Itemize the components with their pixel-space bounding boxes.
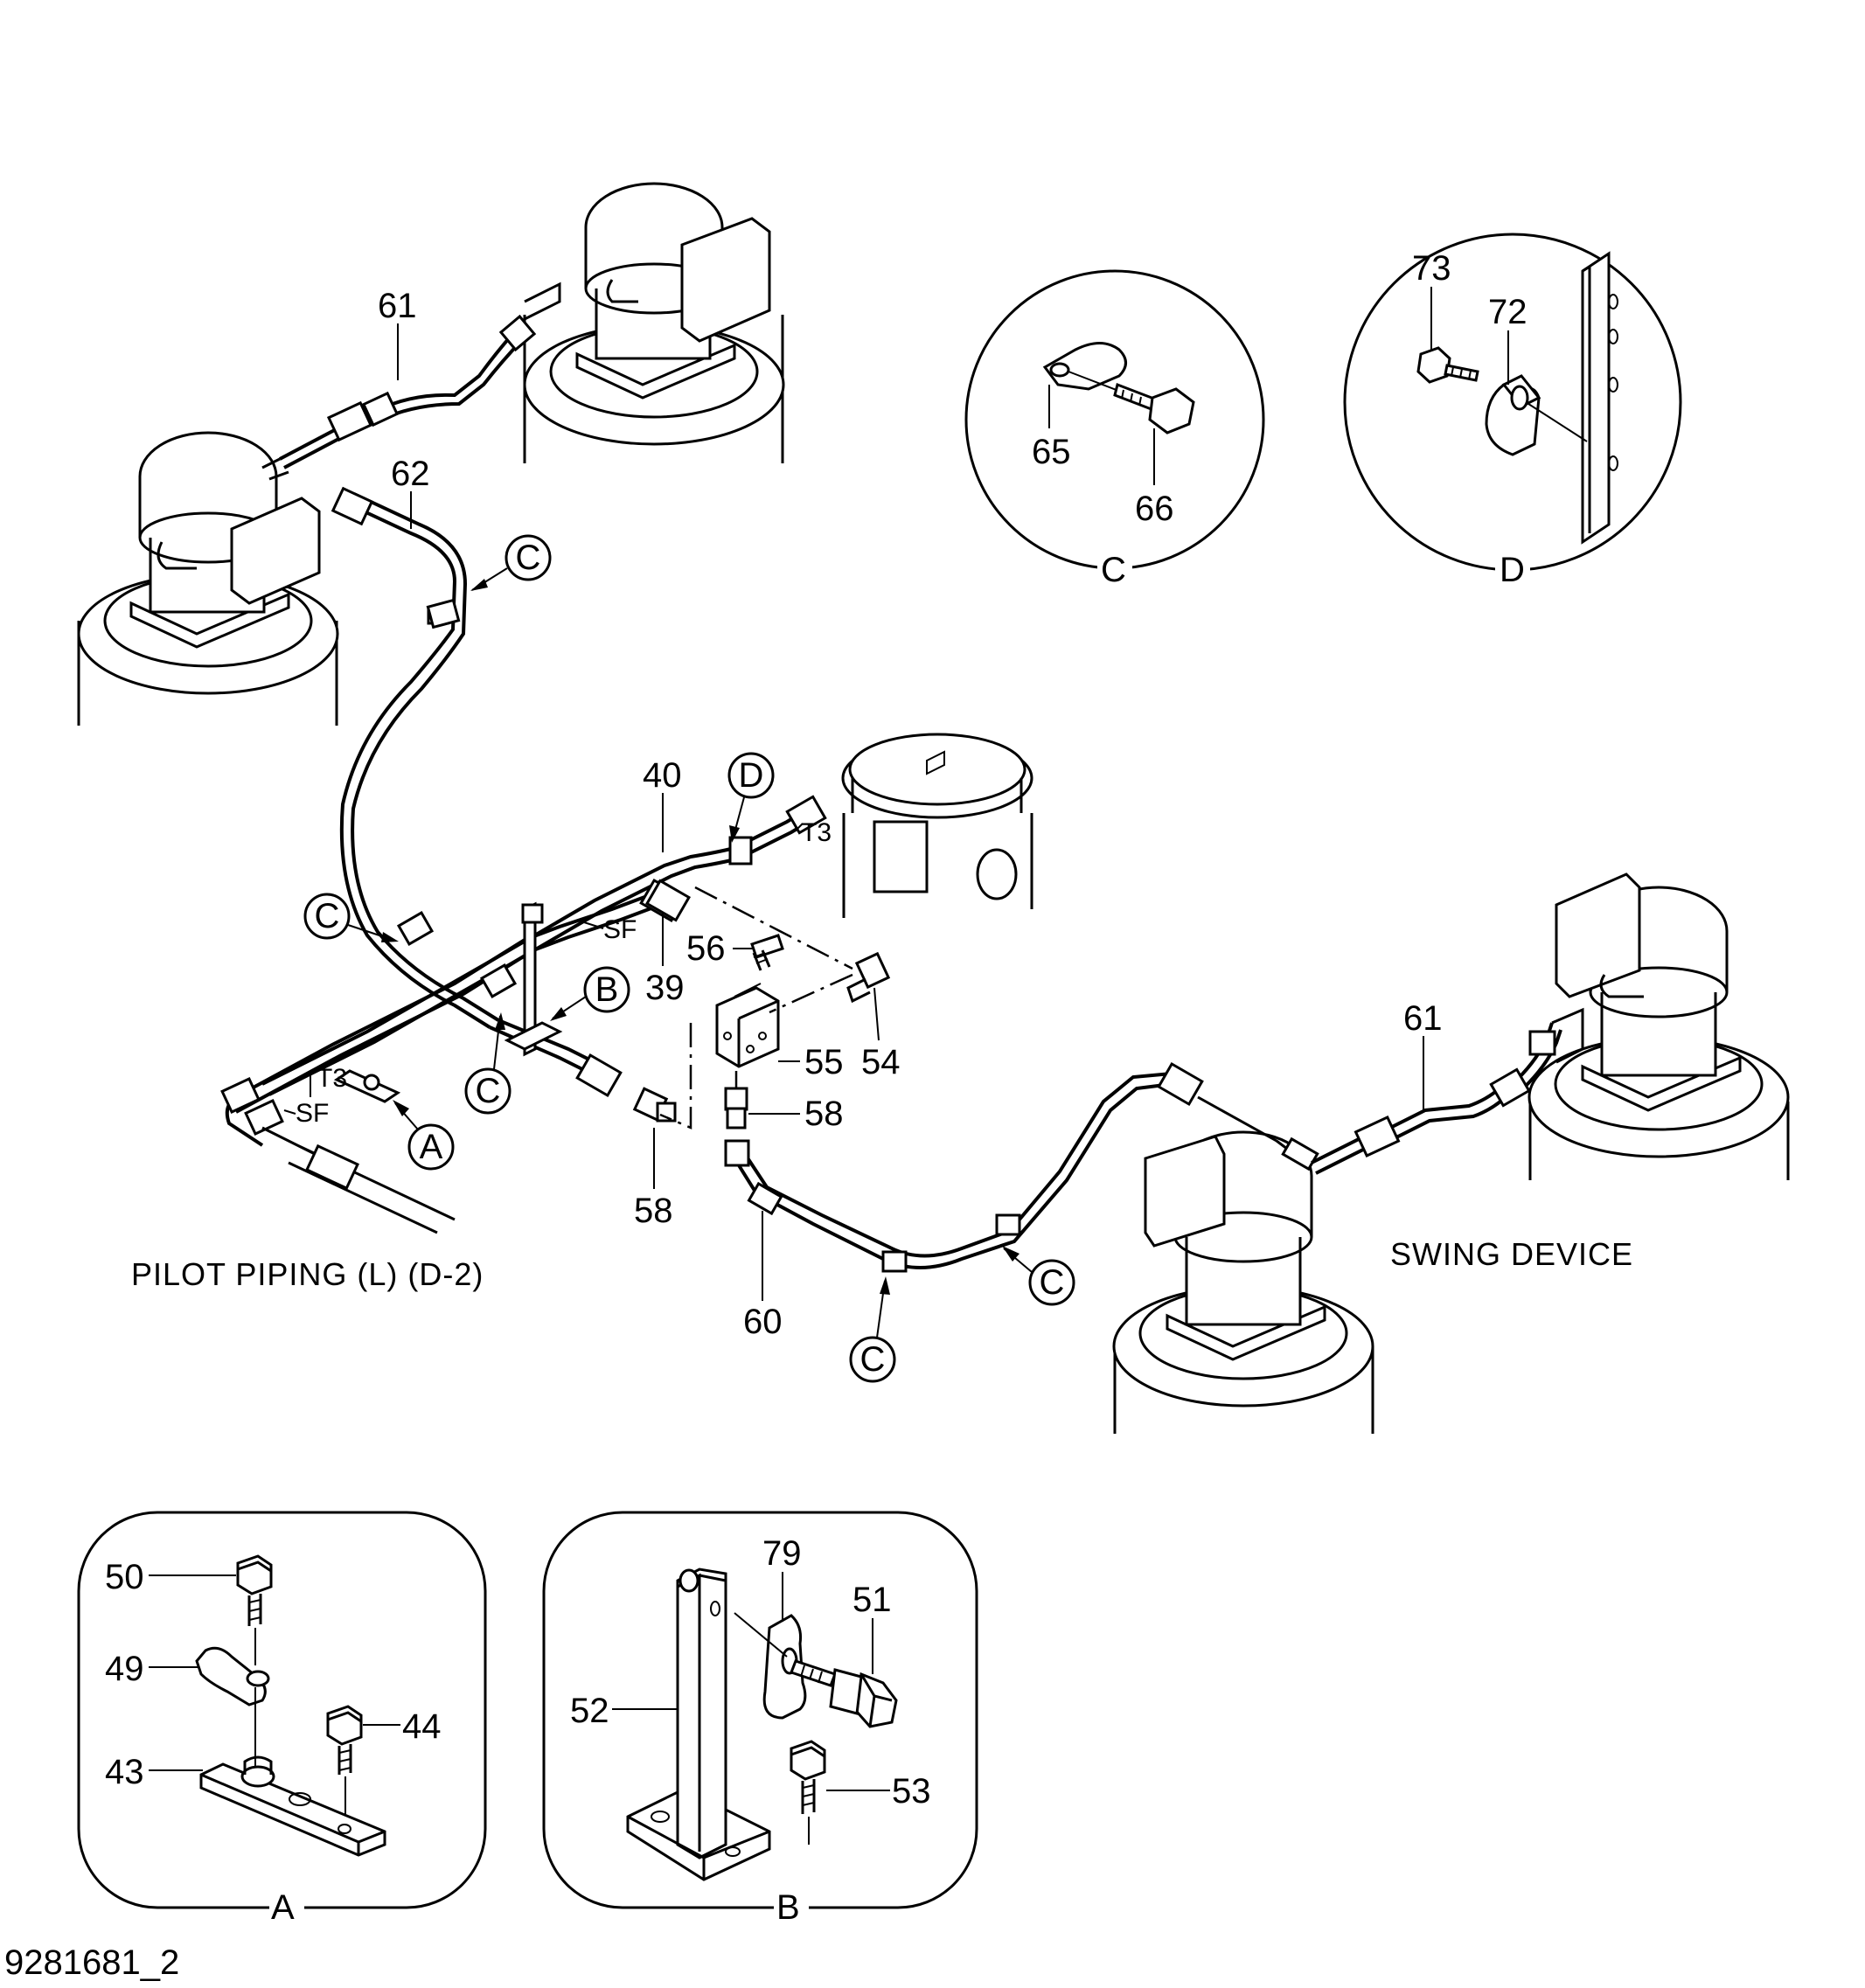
- part-39: 39: [645, 969, 685, 1007]
- tank-center: [841, 733, 1033, 918]
- fitting-54: [846, 951, 891, 1004]
- part-53: 53: [892, 1772, 931, 1811]
- piping: [220, 282, 1584, 1269]
- detail-view-c: C 65 66: [964, 269, 1265, 589]
- detail-c-label: C: [1101, 551, 1126, 589]
- motor-left: [77, 431, 339, 726]
- callout-c-left: C: [315, 897, 340, 935]
- plate-a-main: [333, 1069, 401, 1103]
- part-40: 40: [643, 756, 682, 795]
- callout-c-mid: C: [476, 1072, 501, 1110]
- drawing-id: 9281681_2: [4, 1943, 179, 1982]
- callout-b: B: [595, 970, 619, 1009]
- detail-view-a: A 50 49 44 43: [77, 1511, 487, 1927]
- motor-right: [1527, 872, 1790, 1180]
- port-sf-upper: SF: [603, 915, 637, 944]
- callout-d: D: [739, 756, 764, 795]
- part-56: 56: [686, 929, 726, 968]
- port-t3-lower: T3: [317, 1064, 347, 1093]
- port-sf-lower: SF: [296, 1099, 329, 1128]
- part-58-right: 58: [804, 1095, 844, 1133]
- bolt-56: [750, 934, 784, 971]
- part-43: 43: [105, 1753, 144, 1791]
- part-44: 44: [402, 1707, 442, 1746]
- callout-a: A: [420, 1128, 443, 1166]
- port-marks: T3 SF T3 SF: [283, 818, 832, 1128]
- part-58-bottom: 58: [634, 1192, 673, 1230]
- fitting-58-bottom: [632, 1087, 677, 1123]
- port-t3-upper: T3: [801, 818, 832, 847]
- part-50: 50: [105, 1558, 144, 1596]
- detail-b-label: B: [776, 1888, 800, 1927]
- part-61-right: 61: [1403, 999, 1443, 1038]
- motor-bottom-center: [1112, 1130, 1374, 1434]
- caption-pilot-piping: PILOT PIPING (L) (D-2): [131, 1256, 484, 1292]
- callouts: C C C C C D B A: [303, 534, 1075, 1383]
- part-65: 65: [1032, 433, 1071, 471]
- part-72: 72: [1488, 293, 1527, 331]
- callout-c-upper: C: [516, 539, 541, 577]
- bracket-b-main: [504, 901, 563, 1057]
- clamps: [396, 598, 1021, 1273]
- detail-view-d: D 73 72: [1343, 233, 1682, 589]
- motor-top-center: [523, 182, 785, 463]
- detail-view-b: B 52 79 51 53: [542, 1511, 978, 1927]
- part-62: 62: [391, 455, 430, 493]
- detail-a-label: A: [271, 1888, 295, 1927]
- caption-swing-device: SWING DEVICE: [1390, 1236, 1633, 1272]
- part-60: 60: [743, 1303, 783, 1341]
- part-66: 66: [1135, 490, 1174, 528]
- part-numbers-main: 61 62 40 39 56 55 54 58 58 60 61: [378, 287, 1443, 1341]
- part-52: 52: [570, 1692, 609, 1730]
- callout-c-right: C: [1040, 1263, 1065, 1302]
- part-79: 79: [762, 1534, 802, 1573]
- part-54: 54: [861, 1043, 901, 1081]
- block-55: [715, 983, 780, 1068]
- part-73: 73: [1412, 249, 1451, 288]
- part-55: 55: [804, 1043, 844, 1081]
- part-51: 51: [852, 1581, 892, 1619]
- callout-c-bottom: C: [860, 1340, 886, 1379]
- fitting-39: [644, 879, 692, 922]
- part-49: 49: [105, 1650, 144, 1688]
- part-61-top: 61: [378, 287, 417, 325]
- dash-lines: [659, 886, 853, 1130]
- detail-d-label: D: [1500, 551, 1525, 589]
- fitting-58-right: [724, 1087, 748, 1130]
